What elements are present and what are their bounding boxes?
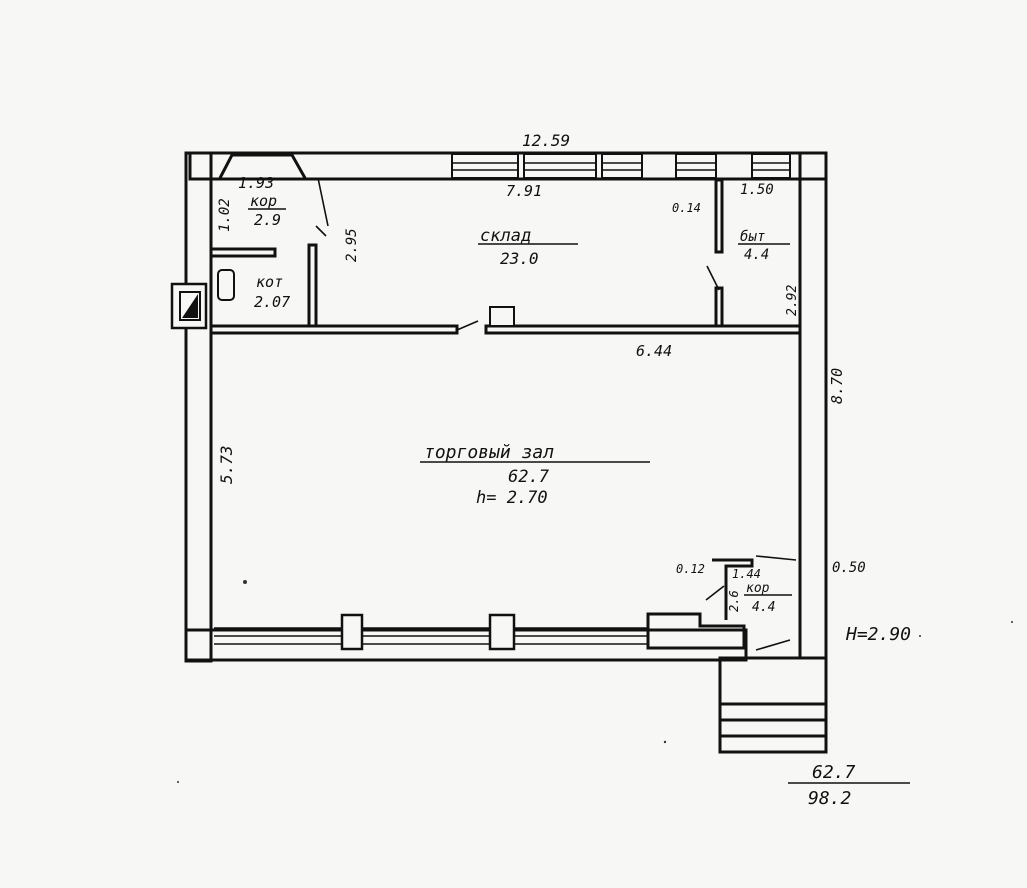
room-corridor-top-name: кор	[250, 192, 277, 210]
dim-corridor-small-height: 2.6	[727, 590, 741, 612]
room-utility-name: быт	[740, 229, 765, 245]
partition-right	[484, 324, 802, 335]
door-swing	[315, 177, 329, 237]
room-kitchen-name: кот	[256, 273, 283, 291]
dim-top-inner: 7.91	[506, 182, 542, 200]
room-corridor-top-area: 2.9	[254, 211, 281, 229]
room-kitchen-area: 2.07	[254, 293, 290, 311]
corridor-shelf	[209, 247, 277, 258]
dim-small-door: 0.12	[676, 562, 705, 576]
room-corridor-small-name: кор	[746, 581, 770, 596]
room-storage-area: 23.0	[500, 249, 539, 268]
room-labels: 1.93 кор 2.9 кот 2.07 склад 23.0 быт 4.4…	[238, 174, 792, 615]
window	[523, 153, 597, 179]
room-corridor-small-area: 4.4	[752, 600, 775, 615]
bottom-wall	[184, 628, 748, 662]
chimney	[489, 306, 515, 327]
window	[451, 153, 519, 179]
partition-utility-top	[714, 178, 724, 254]
pillar	[488, 613, 516, 651]
dim-store-width: 1.50	[740, 182, 774, 198]
dim-right-outer: 8.70	[828, 368, 846, 404]
room-storage-name: склад	[480, 226, 531, 246]
top-windows	[451, 153, 791, 179]
room-hall-area: 62.7	[508, 467, 550, 487]
vent-fill	[182, 294, 198, 318]
ceiling-height: H=2.90	[845, 624, 911, 645]
partitions	[209, 177, 802, 651]
window	[751, 153, 791, 179]
room-corridor-top-width: 1.93	[238, 174, 274, 192]
dim-store-height: 2.92	[785, 285, 800, 316]
dim-partition-height: 2.95	[344, 228, 360, 262]
corridor-niche	[218, 153, 307, 179]
entrance-steps	[718, 656, 828, 754]
partition-utility-bottom	[714, 286, 724, 328]
right-wall	[798, 151, 828, 660]
dimension-labels: 12.59 7.91 0.14 1.50 2.92 1.02 2.95 6.44…	[217, 131, 866, 612]
room-hall-height: h= 2.70	[476, 488, 548, 508]
partition-left	[209, 324, 459, 335]
dim-partition-width: 6.44	[636, 342, 672, 360]
small-corridor-wall	[712, 558, 754, 620]
dim-left-hall: 5.73	[217, 445, 236, 484]
small-doors	[705, 555, 797, 651]
dim-right-wall: 0.50	[832, 560, 866, 576]
scan-specks	[177, 580, 1013, 783]
totals: 62.7 98.2	[788, 762, 910, 809]
shop-windows	[214, 612, 746, 651]
entry-pier	[646, 612, 746, 650]
dim-door-top: 0.14	[672, 201, 701, 215]
room-utility-area: 4.4	[744, 247, 769, 263]
boiler-icon	[217, 269, 235, 301]
room-hall-name: торговый зал	[424, 442, 554, 463]
total-denominator: 98.2	[808, 788, 851, 809]
partition-kitchen	[307, 243, 318, 328]
total-numerator: 62.7	[812, 762, 856, 783]
window	[601, 153, 643, 179]
pillar	[340, 613, 364, 651]
dim-left-corridor: 1.02	[217, 198, 233, 232]
dim-top-outer: 12.59	[522, 131, 570, 150]
left-wall	[184, 151, 213, 663]
window	[675, 153, 717, 179]
dim-corridor-small-width: 1.44	[732, 567, 761, 581]
